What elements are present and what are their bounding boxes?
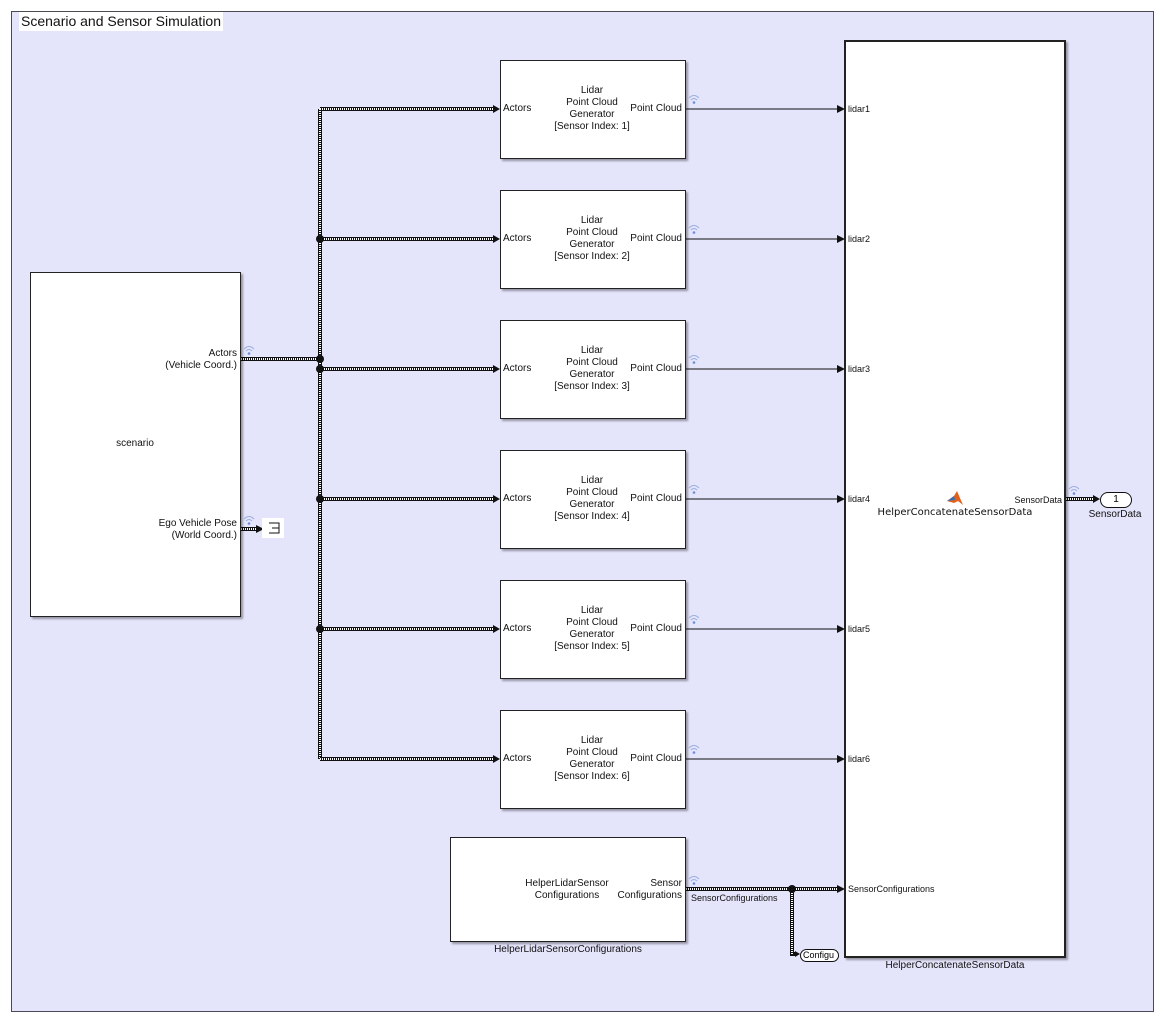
port-point-cloud-label: Point Cloud — [630, 623, 682, 634]
port-point-cloud-label: Point Cloud — [630, 493, 682, 504]
branch-point — [316, 355, 324, 363]
signal-point-cloud[interactable] — [686, 755, 845, 763]
scenario-block[interactable] — [30, 272, 241, 617]
signal-log-icon — [688, 745, 700, 754]
goto-tag[interactable]: Configu — [800, 949, 839, 962]
signal-point-cloud[interactable] — [686, 625, 845, 633]
bus-branch[interactable] — [316, 625, 500, 633]
port-actors-label: Actors — [503, 103, 532, 114]
port-sensor-data-label: SensorData — [1014, 495, 1062, 505]
bus-branch[interactable] — [316, 365, 500, 373]
concat-in-port-label: lidar3 — [848, 364, 871, 374]
area-title: Scenario and Sensor Simulation — [19, 12, 224, 31]
concat-in-port-label: lidar2 — [848, 234, 871, 244]
matlab-logo-icon — [947, 491, 963, 505]
sensor-config-caption: HelperLidarSensorConfigurations — [494, 944, 642, 955]
port-point-cloud-label: Point Cloud — [630, 233, 682, 244]
concat-in-port-label: lidar1 — [848, 104, 871, 114]
lidar-block[interactable] — [500, 710, 686, 809]
signal-log-icon — [688, 355, 700, 364]
signal-log-icon — [688, 95, 700, 104]
concat-block-name: HelperConcatenateSensorData — [877, 507, 1033, 518]
port-actors-label: Actors — [503, 233, 532, 244]
lidar-block[interactable] — [500, 320, 686, 419]
concat-in-port-label: lidar6 — [848, 754, 871, 764]
port-actors-label: Actors(Vehicle Coord.) — [165, 348, 237, 371]
bus-branch[interactable] — [320, 105, 500, 113]
outport-label: SensorData — [1088, 509, 1142, 520]
signal-point-cloud[interactable] — [686, 105, 845, 113]
signal-label-sensor-configurations: SensorConfigurations — [691, 893, 778, 903]
port-point-cloud-label: Point Cloud — [630, 363, 682, 374]
port-ego-pose-label: Ego Vehicle Pose(World Coord.) — [158, 518, 237, 541]
signal-log-icon — [1068, 486, 1080, 495]
lidar-block[interactable] — [500, 450, 686, 549]
lidar-block[interactable] — [500, 190, 686, 289]
port-point-cloud-label: Point Cloud — [630, 753, 682, 764]
port-actors-label: Actors — [503, 753, 532, 764]
bus-actors[interactable] — [241, 105, 500, 763]
concat-in-port-label: lidar5 — [848, 624, 871, 634]
signal-log-icon — [688, 615, 700, 624]
signal-log-icon — [243, 516, 255, 525]
bus-ego-pose[interactable] — [241, 525, 264, 533]
port-actors-label: Actors — [503, 623, 532, 634]
lidar-block[interactable] — [500, 580, 686, 679]
bus-branch[interactable] — [316, 235, 500, 243]
concat-in-port-label: lidar4 — [848, 494, 871, 504]
bus-sensor-data[interactable] — [1066, 495, 1100, 503]
signal-log-icon — [688, 485, 700, 494]
scenario-block-name: scenario — [116, 438, 154, 449]
signal-log-icon — [243, 346, 255, 355]
signal-log-icon — [688, 225, 700, 234]
terminator-block[interactable] — [262, 518, 284, 538]
port-point-cloud-label: Point Cloud — [630, 103, 682, 114]
terminator-icon — [269, 522, 280, 534]
signal-point-cloud[interactable] — [686, 365, 845, 373]
outport-block[interactable]: 1 — [1100, 492, 1132, 508]
bus-branch[interactable] — [320, 755, 500, 763]
concat-block-caption: HelperConcatenateSensorData — [885, 960, 1025, 971]
sensor-config-block[interactable] — [450, 837, 686, 942]
signal-log-icon — [688, 876, 700, 885]
signal-point-cloud[interactable] — [686, 235, 845, 243]
bus-branch[interactable] — [316, 495, 500, 503]
concat-in-port-label: SensorConfigurations — [848, 884, 935, 894]
port-actors-label: Actors — [503, 363, 532, 374]
signal-point-cloud[interactable] — [686, 495, 845, 503]
bus-sensor-configurations[interactable] — [686, 885, 845, 957]
port-actors-label: Actors — [503, 493, 532, 504]
lidar-block[interactable] — [500, 60, 686, 159]
